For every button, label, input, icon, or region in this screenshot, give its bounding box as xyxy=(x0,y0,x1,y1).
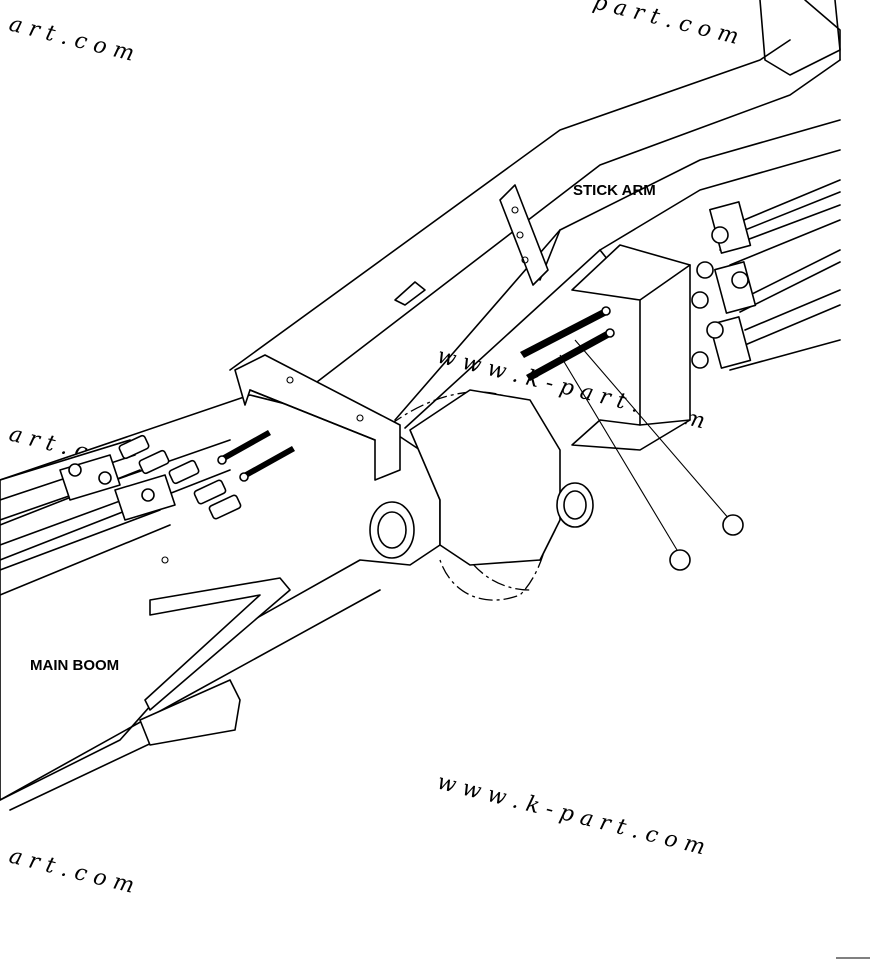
stick-arm-label: STICK ARM xyxy=(573,182,656,199)
stick-arm xyxy=(229,0,841,429)
callouts xyxy=(559,339,744,571)
watermark-top-right: p a r t . c o m xyxy=(591,0,742,50)
watermark-bottom-right: w w w . k - p a r t . c o m xyxy=(435,770,708,861)
right-hose-bundle xyxy=(691,179,841,371)
main-boom xyxy=(0,389,594,811)
main-boom-label: MAIN BOOM xyxy=(30,657,119,674)
callout-circle-1 xyxy=(669,549,691,571)
watermark-bottom-left: a r t . c o m xyxy=(7,844,137,899)
watermark-top-left: a r t . c o m xyxy=(7,12,137,67)
boom-top-bracket xyxy=(234,354,401,481)
left-hose-bundle xyxy=(0,430,295,596)
callout-circle-2 xyxy=(722,514,744,536)
mount-bracket xyxy=(571,244,691,451)
bolts xyxy=(520,306,615,381)
